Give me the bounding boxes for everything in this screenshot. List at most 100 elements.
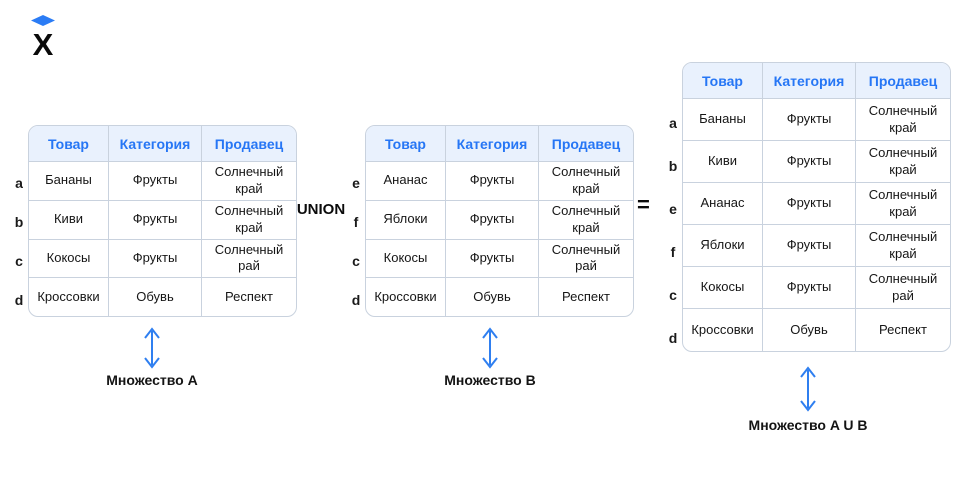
logo-x-with-cap-icon: X xyxy=(31,15,55,62)
table-cell: Солнечный край xyxy=(856,183,950,225)
column-header: Продавец xyxy=(539,126,633,162)
table-cell: Респект xyxy=(562,288,610,304)
table-cell: Фрукты xyxy=(446,239,539,279)
table-cell: Бананы xyxy=(29,162,109,201)
double-arrow-icon xyxy=(144,327,160,369)
table-cell: Фрукты xyxy=(763,183,856,225)
row-label: e xyxy=(669,200,677,217)
table-cell: Солнечный край xyxy=(539,201,633,240)
table-cell: Ананас xyxy=(366,162,446,201)
table-cell: Солнечный рай xyxy=(539,240,633,279)
table-cell: Респект xyxy=(225,288,273,304)
table-cell: Фрукты xyxy=(446,200,539,240)
table-cell: Кроссовки xyxy=(683,309,763,351)
svg-text:X: X xyxy=(33,27,54,58)
row-labels: a b e f c d xyxy=(664,62,682,359)
row-label: b xyxy=(14,213,24,230)
table-cell: Солнечный рай xyxy=(856,267,950,309)
practicum-x-logo: X xyxy=(27,14,59,62)
row-label: f xyxy=(353,213,359,230)
table-cell: Киви xyxy=(683,141,763,183)
double-arrow-icon xyxy=(800,366,816,412)
table-cell: Бананы xyxy=(683,99,763,141)
table-cell: Фрукты xyxy=(109,239,202,279)
column-header: Товар xyxy=(683,63,763,99)
column-header: Категория xyxy=(446,126,539,162)
table-cell: Кокосы xyxy=(366,239,446,279)
row-label: c xyxy=(669,286,677,303)
table-cell: Фрукты xyxy=(763,225,856,267)
row-label: b xyxy=(668,157,678,174)
set-a-caption: Множество A xyxy=(106,372,198,388)
column-header: Категория xyxy=(763,63,856,99)
row-label: d xyxy=(668,329,678,346)
table-cell: Кокосы xyxy=(29,239,109,279)
column-header: Категория xyxy=(109,126,202,162)
row-label: c xyxy=(352,252,360,269)
table-cell: Фрукты xyxy=(763,99,856,141)
row-label: a xyxy=(669,114,677,131)
column-header: Продавец xyxy=(202,126,296,162)
row-label: c xyxy=(15,252,23,269)
set-aub-caption: Множество A U B xyxy=(748,417,868,433)
column-header: Товар xyxy=(366,126,446,162)
row-label: a xyxy=(15,174,23,191)
table-cell: Яблоки xyxy=(683,225,763,267)
table-cell: Киви xyxy=(29,200,109,240)
table-cell: Солнечный край xyxy=(202,201,296,240)
table-cell: Респект xyxy=(879,321,927,337)
set-b-caption: Множество B xyxy=(444,372,536,388)
table-cell: Солнечный край xyxy=(856,225,950,267)
column-header: Товар xyxy=(29,126,109,162)
table-cell: Солнечный край xyxy=(856,99,950,141)
row-label: e xyxy=(352,174,360,191)
row-label: d xyxy=(351,291,361,308)
table-cell: Фрукты xyxy=(763,141,856,183)
equals-operator-label: = xyxy=(637,192,650,217)
table-cell: Фрукты xyxy=(763,267,856,309)
table-cell: Яблоки xyxy=(366,200,446,240)
table-cell: Ананас xyxy=(683,183,763,225)
double-arrow-icon xyxy=(482,327,498,369)
table-cell: Солнечный край xyxy=(539,162,633,201)
table-cell: Солнечный рай xyxy=(202,240,296,279)
row-label: f xyxy=(670,243,676,260)
table-cell: Фрукты xyxy=(109,200,202,240)
union-operator-label: UNION xyxy=(296,201,346,218)
table-cell: Кроссовки xyxy=(29,278,109,317)
table-cell: Кроссовки xyxy=(366,278,446,317)
table-cell: Кокосы xyxy=(683,267,763,309)
table-cell: Обувь xyxy=(446,278,539,317)
table-cell: Солнечный край xyxy=(856,141,950,183)
table-cell: Фрукты xyxy=(109,162,202,201)
table-cell: Обувь xyxy=(763,309,856,351)
